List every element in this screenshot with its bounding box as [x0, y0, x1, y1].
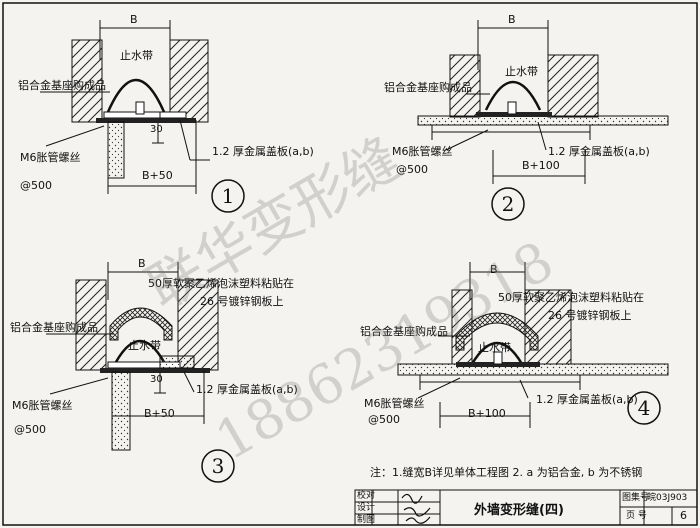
cover-label-1: 1.2 厚金属盖板(a,b)	[212, 145, 314, 158]
spacing-label-4: @500	[368, 413, 400, 426]
diagram-2	[417, 20, 669, 221]
spacing-label-1: @500	[20, 179, 52, 192]
dim-b-label-2: B	[508, 13, 516, 26]
dim-b50-label-3: B+50	[144, 407, 175, 420]
dim-b-label-3: B	[138, 257, 146, 270]
tb-check-label: 校对	[357, 491, 376, 501]
tb-page-label: 页 号	[626, 511, 647, 521]
foam-label-3b: 26 号镀锌钢板上	[200, 295, 284, 308]
dim-b100-label-2: B+100	[522, 159, 560, 172]
diagram-4	[397, 262, 669, 428]
tb-atlas-label: 图集号	[622, 493, 650, 503]
diagram-number-3: 3	[211, 454, 225, 478]
diagram-1	[40, 20, 245, 213]
waterstop-label-4: 止水带	[478, 341, 511, 354]
foam-label-4a: 50厚软聚乙烯泡沫塑料粘贴在	[498, 291, 644, 304]
waterstop-label-3: 止水带	[128, 339, 161, 352]
dim-b-label-1: B	[130, 13, 138, 26]
cover-label-3: 1.2 厚金属盖板(a,b)	[196, 383, 298, 396]
dim-b50-label-1: B+50	[142, 169, 173, 182]
foam-label-4b: 26 号镀锌钢板上	[548, 309, 632, 322]
tb-atlas-number: 皖03J903	[647, 493, 688, 503]
dim-b-label-4: B	[490, 263, 498, 276]
bolt-label-3: M6胀管螺丝	[12, 399, 73, 412]
cover-label-2: 1.2 厚金属盖板(a,b)	[548, 145, 650, 158]
tb-page-number: 6	[680, 509, 687, 522]
dim-30-label-3: 30	[150, 374, 163, 385]
alu-base-label-1: 铝合金基座购成品	[18, 79, 106, 92]
alu-base-label-4: 铝合金基座购成品	[360, 325, 448, 338]
diagram-number-4: 4	[637, 396, 651, 420]
dim-b100-label-4: B+100	[468, 407, 506, 420]
diagram-number-1: 1	[221, 184, 235, 208]
diagram-3	[46, 262, 235, 483]
alu-base-label-2: 铝合金基座购成品	[384, 81, 472, 94]
spacing-label-3: @500	[14, 423, 46, 436]
title-block	[354, 489, 698, 526]
cover-label-4: 1.2 厚金属盖板(a,b)	[536, 393, 638, 406]
spacing-label-2: @500	[396, 163, 428, 176]
dim-30-label-1: 30	[150, 124, 163, 135]
waterstop-label-2: 止水带	[505, 65, 538, 78]
tb-draw-label: 制图	[357, 515, 376, 525]
tb-design-label: 设计	[357, 503, 376, 513]
foam-label-3a: 50厚软聚乙烯泡沫塑料粘贴在	[148, 277, 294, 290]
diagram-number-2: 2	[501, 192, 515, 216]
waterstop-label-1: 止水带	[120, 49, 153, 62]
bolt-label-2: M6胀管螺丝	[392, 145, 453, 158]
drawing-note: 注：1.缝宽B详见单体工程图 2. a 为铝合金, b 为不锈钢	[370, 466, 643, 479]
bolt-label-1: M6胀管螺丝	[20, 151, 81, 164]
signature-marks	[401, 493, 431, 524]
bolt-label-4: M6胀管螺丝	[364, 397, 425, 410]
drawing-title: 外墙变形缝(四)	[474, 503, 564, 518]
alu-base-label-3: 铝合金基座购成品	[10, 321, 98, 334]
